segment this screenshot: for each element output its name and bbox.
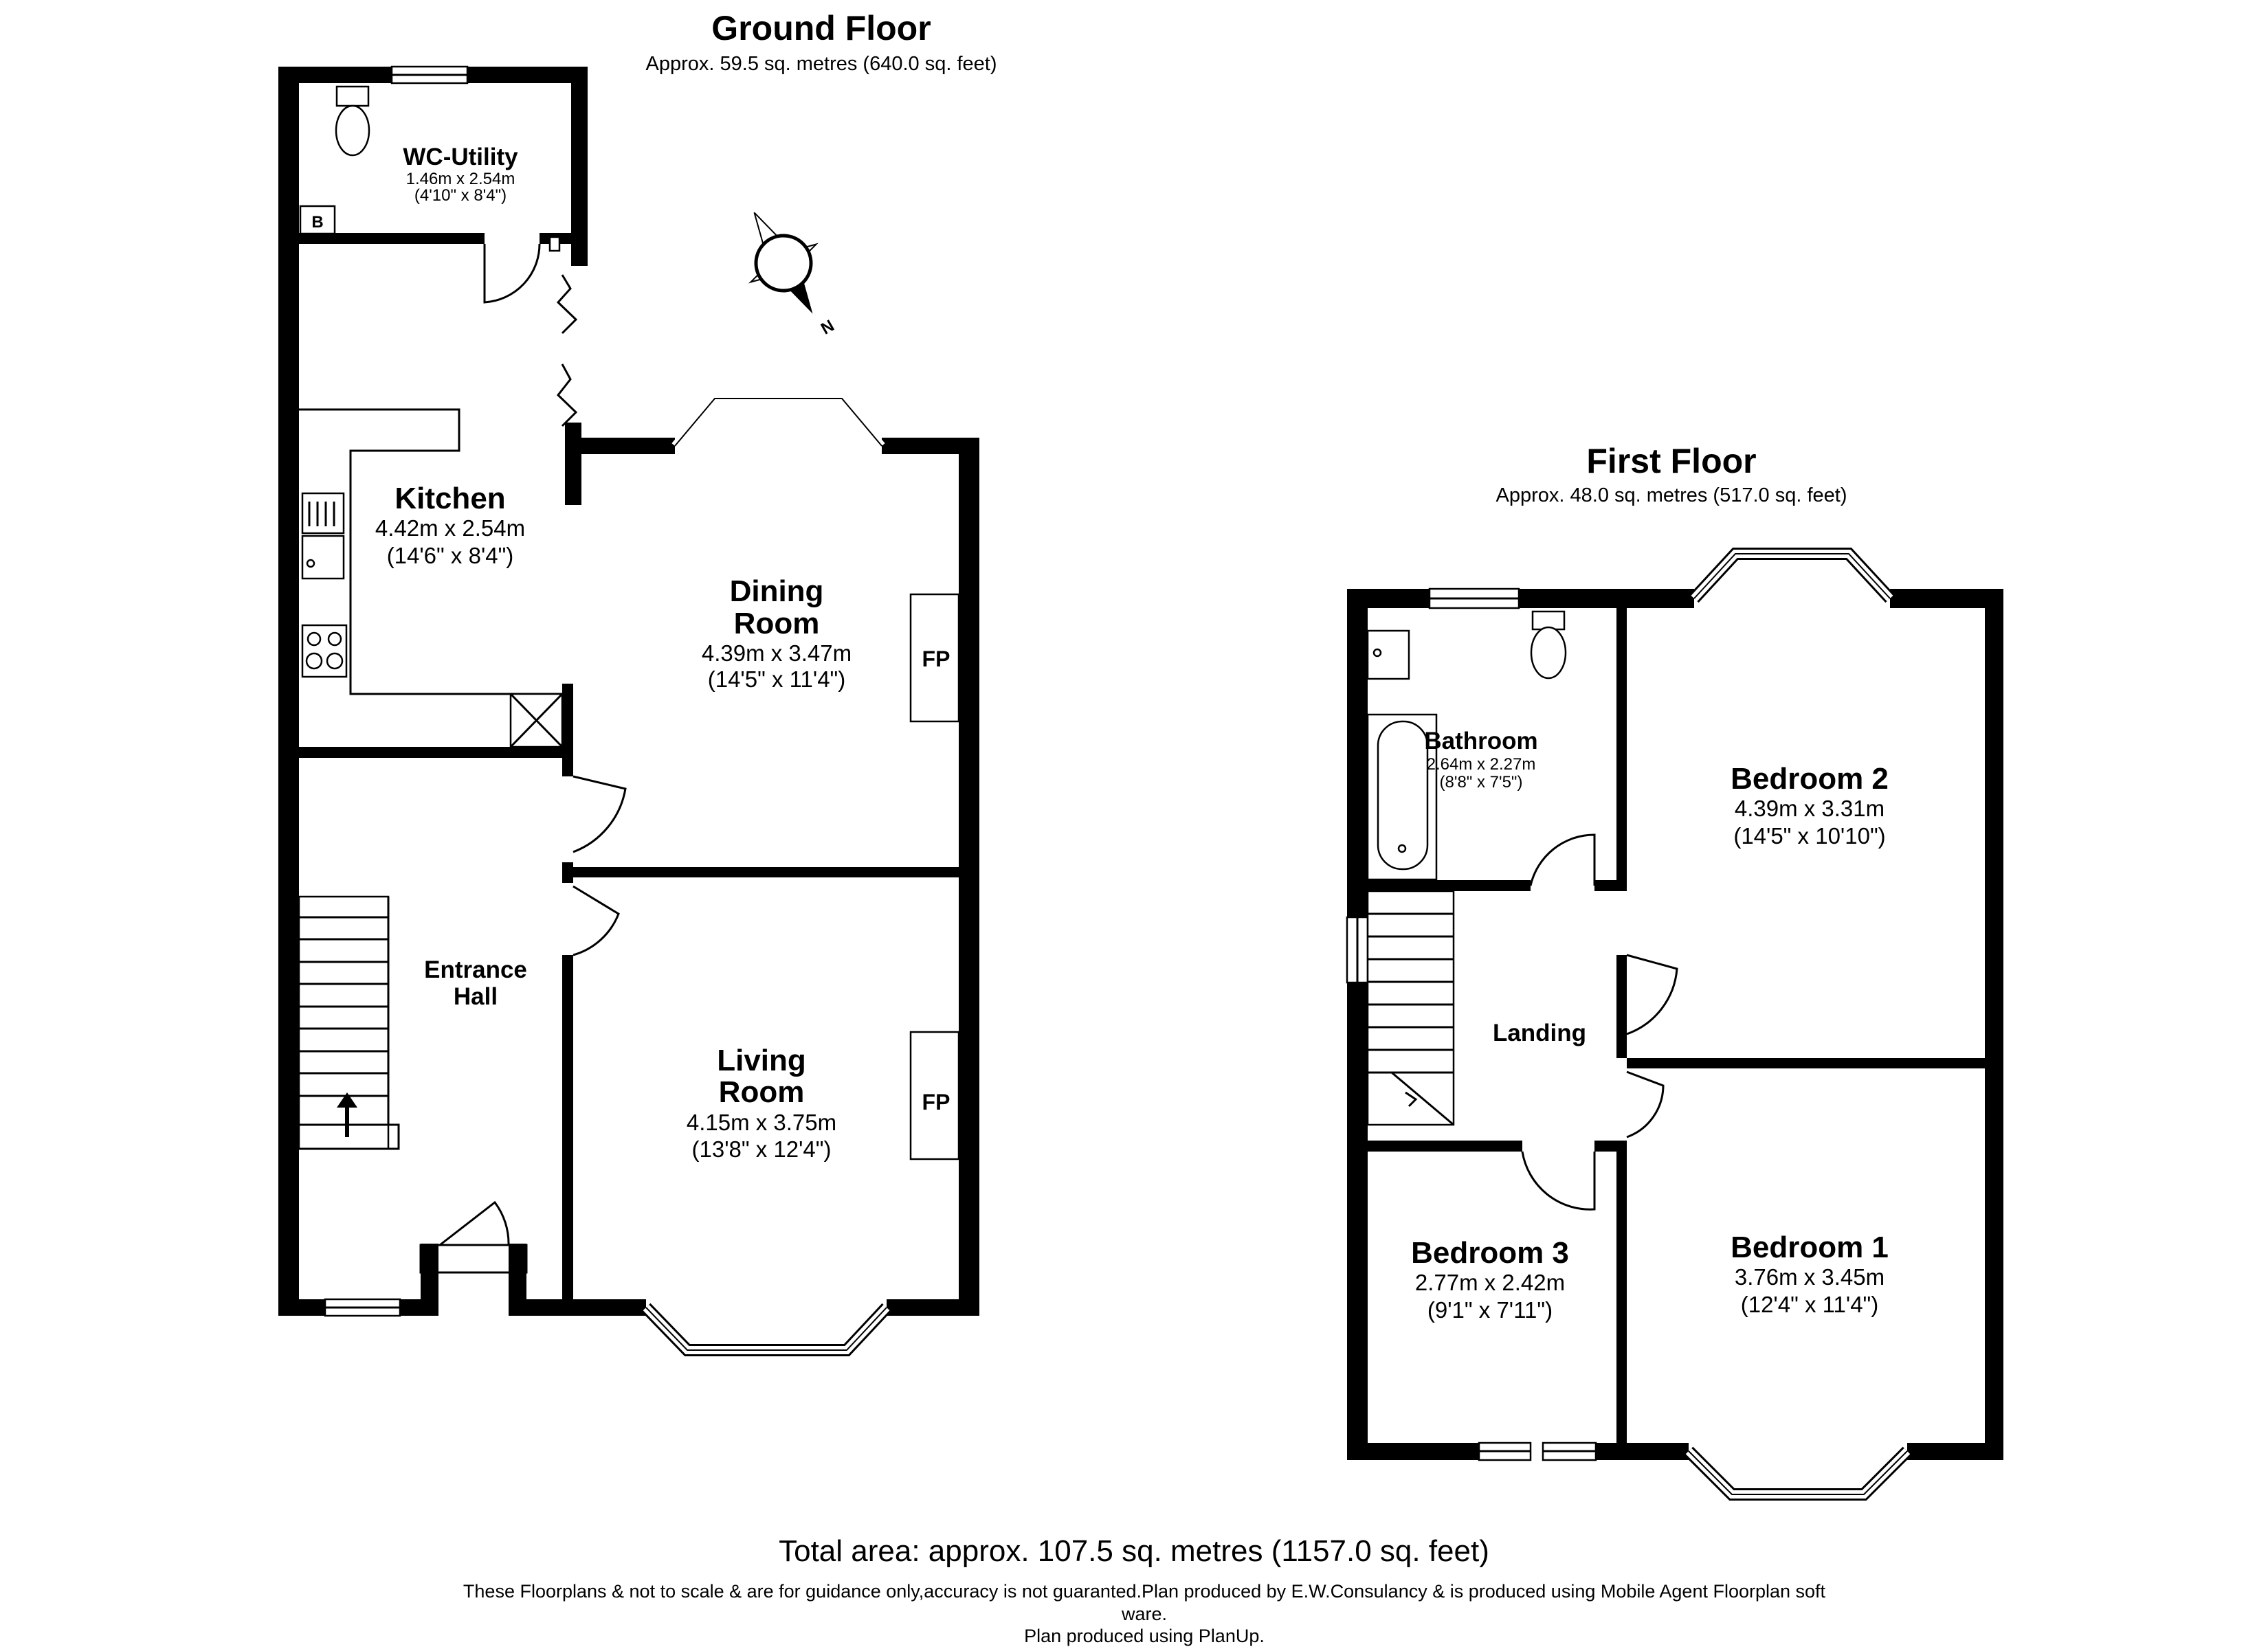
living-fireplace-label: FP — [922, 1090, 950, 1114]
boiler-box — [299, 205, 336, 235]
dining-fireplace-label: FP — [922, 647, 950, 671]
svg-text:Living: Living — [717, 1044, 806, 1077]
svg-text:2.77m x 2.42m: 2.77m x 2.42m — [1415, 1270, 1565, 1295]
svg-text:(12'4" x 11'4"): (12'4" x 11'4") — [1741, 1292, 1879, 1317]
bathroom-label: Bathroom 2.64m x 2.27m (8'8" x 7'5") — [1424, 728, 1537, 792]
svg-text:(9'1" x 7'11"): (9'1" x 7'11") — [1427, 1297, 1553, 1323]
compass-north-label: N — [818, 316, 838, 338]
entrance-hall-label: Entrance Hall — [424, 956, 527, 1010]
svg-text:(8'8" x 7'5"): (8'8" x 7'5") — [1440, 773, 1523, 792]
svg-text:Kitchen: Kitchen — [394, 482, 505, 515]
first-floor-title: First Floor — [1586, 442, 1756, 480]
svg-text:(13'8" x 12'4"): (13'8" x 12'4") — [692, 1136, 832, 1162]
svg-text:Bedroom 3: Bedroom 3 — [1411, 1236, 1569, 1270]
boiler-label: B — [311, 213, 323, 232]
first-floor-walls — [1347, 589, 2003, 1460]
bedroom-2-bay-window — [1689, 548, 1895, 603]
svg-text:4.15m x 3.75m: 4.15m x 3.75m — [687, 1110, 836, 1135]
svg-text:WC-Utility: WC-Utility — [403, 144, 518, 170]
svg-text:2.64m x 2.27m: 2.64m x 2.27m — [1427, 755, 1536, 774]
svg-text:(4'10" x 8'4"): (4'10" x 8'4") — [414, 186, 507, 205]
svg-text:Entrance: Entrance — [424, 956, 527, 983]
svg-text:4.39m x 3.47m: 4.39m x 3.47m — [702, 640, 852, 666]
compass-icon: N — [748, 212, 838, 339]
living-bay-window — [641, 1303, 891, 1356]
svg-text:Landing: Landing — [1493, 1020, 1586, 1046]
svg-text:4.42m x 2.54m: 4.42m x 2.54m — [375, 515, 525, 541]
svg-text:(14'5" x 10'10"): (14'5" x 10'10") — [1733, 823, 1885, 849]
ground-floor-title: Ground Floor — [711, 9, 931, 47]
ground-floor-walls — [278, 67, 979, 1316]
svg-text:(14'6" x 8'4"): (14'6" x 8'4") — [387, 543, 514, 568]
svg-text:Room: Room — [719, 1075, 805, 1109]
bedroom-3-label: Bedroom 3 2.77m x 2.42m (9'1" x 7'11") — [1411, 1236, 1569, 1323]
svg-text:4.39m x 3.31m: 4.39m x 3.31m — [1735, 796, 1885, 821]
first-floor-area: Approx. 48.0 sq. metres (517.0 sq. feet) — [1496, 484, 1847, 506]
bedroom-1-bay-window — [1684, 1446, 1912, 1501]
disclaimer-line-3: Plan produced using PlanUp. — [1024, 1626, 1265, 1646]
dining-room-label: Dining Room 4.39m x 3.47m (14'5" x 11'4"… — [702, 574, 852, 692]
living-room-label: Living Room 4.15m x 3.75m (13'8" x 12'4"… — [687, 1044, 836, 1162]
first-floor-stairs — [1366, 890, 1455, 1126]
dining-bay-window — [671, 394, 885, 449]
svg-text:Bedroom 2: Bedroom 2 — [1731, 762, 1889, 796]
dining-fireplace — [909, 593, 960, 723]
bathroom-fixtures — [1366, 610, 1567, 881]
ground-floor-plan: Ground Floor Approx. 59.5 sq. metres (64… — [278, 9, 997, 1356]
svg-text:Hall: Hall — [454, 983, 498, 1010]
landing-label: Landing — [1493, 1020, 1586, 1046]
ground-floor-fixtures: B FP FP — [298, 85, 960, 1160]
disclaimer-line-1: These Floorplans & not to scale & are fo… — [463, 1581, 1826, 1602]
stairs-up-arrow-icon — [337, 1092, 357, 1137]
first-floor-doors — [1521, 833, 1678, 1211]
svg-text:1.46m x 2.54m: 1.46m x 2.54m — [406, 170, 515, 188]
svg-text:Room: Room — [734, 607, 820, 640]
first-floor-plan: First Floor Approx. 48.0 sq. metres (517… — [1346, 442, 2003, 1501]
ground-floor-area: Approx. 59.5 sq. metres (640.0 sq. feet) — [646, 53, 997, 75]
svg-text:Bedroom 1: Bedroom 1 — [1731, 1231, 1889, 1264]
total-area: Total area: approx. 107.5 sq. metres (11… — [779, 1534, 1489, 1568]
svg-text:Dining: Dining — [730, 574, 824, 608]
disclaimer-line-2: ware. — [1121, 1604, 1167, 1624]
bedroom-2-label: Bedroom 2 4.39m x 3.31m (14'5" x 10'10") — [1731, 762, 1889, 849]
svg-text:(14'5" x 11'4"): (14'5" x 11'4") — [708, 666, 846, 692]
bedroom-1-label: Bedroom 1 3.76m x 3.45m (12'4" x 11'4") — [1731, 1231, 1889, 1317]
ground-floor-doors — [419, 236, 627, 1274]
living-fireplace — [909, 1031, 960, 1160]
ground-floor-stairs — [298, 895, 400, 1150]
svg-text:3.76m x 3.45m: 3.76m x 3.45m — [1735, 1264, 1885, 1290]
wc-utility-label: WC-Utility 1.46m x 2.54m (4'10" x 8'4") — [403, 144, 518, 205]
svg-text:Bathroom: Bathroom — [1424, 728, 1537, 754]
kitchen-label: Kitchen 4.42m x 2.54m (14'6" x 8'4") — [375, 482, 525, 568]
